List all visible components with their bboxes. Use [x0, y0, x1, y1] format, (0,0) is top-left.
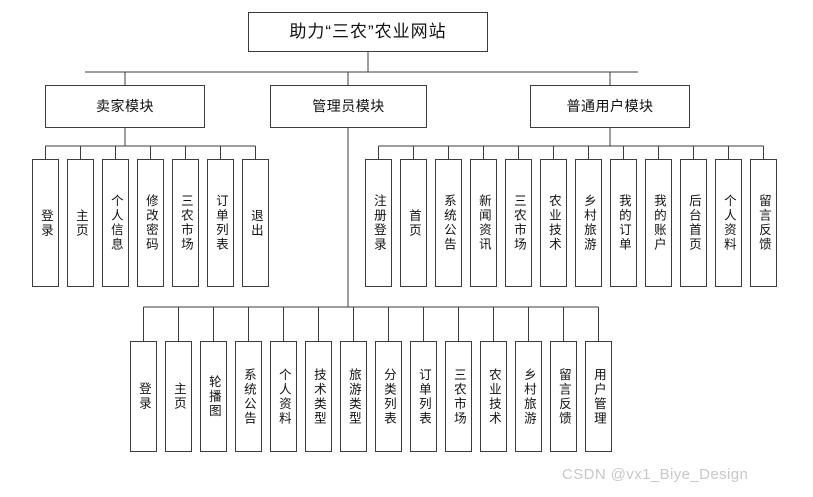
node-admin-item-9[interactable]: 订单列表 [410, 341, 437, 452]
node-user-item-label: 个人资料 [721, 194, 736, 252]
node-admin-item-8[interactable]: 分类列表 [375, 341, 402, 452]
node-user-item-label: 注册登录 [371, 194, 386, 252]
node-module-seller[interactable]: 卖家模块 [45, 85, 205, 128]
node-user-item-10[interactable]: 后台首页 [680, 159, 707, 287]
node-user-item-label: 首页 [406, 208, 421, 238]
node-admin-item-label: 系统公告 [241, 367, 256, 426]
node-user-item-6[interactable]: 农业技术 [540, 159, 567, 287]
node-admin-item-label: 订单列表 [416, 367, 431, 426]
node-user-item-11[interactable]: 个人资料 [715, 159, 742, 287]
node-admin-item-11[interactable]: 农业技术 [480, 341, 507, 452]
node-admin-item-label: 主页 [171, 382, 186, 411]
node-admin-item-label: 技术类型 [311, 367, 326, 426]
node-admin-item-13[interactable]: 留言反馈 [550, 341, 577, 452]
node-seller-item-label: 登录 [38, 208, 53, 238]
node-admin-item-4[interactable]: 系统公告 [235, 341, 262, 452]
node-admin-item-label: 留言反馈 [556, 367, 571, 426]
node-seller-item-label: 退出 [248, 208, 263, 238]
node-seller-item-label: 订单列表 [213, 194, 228, 252]
node-user-item-label: 新闻资讯 [476, 194, 491, 252]
node-root[interactable]: 助力“三农”农业网站 [248, 12, 488, 52]
node-seller-item-6[interactable]: 订单列表 [207, 159, 234, 287]
node-admin-item-3[interactable]: 轮播图 [200, 341, 227, 452]
node-user-item-label: 三农市场 [511, 194, 526, 252]
node-user-item-label: 我的订单 [616, 194, 631, 252]
node-admin-item-5[interactable]: 个人资料 [270, 341, 297, 452]
node-admin-item-label: 用户管理 [591, 367, 606, 426]
node-admin-item-label: 三农市场 [451, 367, 466, 426]
node-user-item-9[interactable]: 我的账户 [645, 159, 672, 287]
node-admin-item-14[interactable]: 用户管理 [585, 341, 612, 452]
node-admin-item-label: 农业技术 [486, 367, 501, 426]
node-module-seller-label: 卖家模块 [96, 98, 154, 115]
node-admin-item-label: 轮播图 [206, 374, 221, 419]
node-seller-item-3[interactable]: 个人信息 [102, 159, 129, 287]
node-seller-item-5[interactable]: 三农市场 [172, 159, 199, 287]
node-seller-item-1[interactable]: 登录 [32, 159, 59, 287]
node-seller-item-label: 三农市场 [178, 194, 193, 252]
node-admin-item-2[interactable]: 主页 [165, 341, 192, 452]
node-user-item-label: 系统公告 [441, 194, 456, 252]
node-admin-item-6[interactable]: 技术类型 [305, 341, 332, 452]
node-seller-item-label: 主页 [73, 208, 88, 238]
node-root-label: 助力“三农”农业网站 [289, 21, 447, 41]
node-admin-item-label: 乡村旅游 [521, 367, 536, 426]
node-user-item-4[interactable]: 新闻资讯 [470, 159, 497, 287]
node-seller-item-label: 修改密码 [143, 194, 158, 252]
node-admin-item-label: 旅游类型 [346, 367, 361, 426]
node-admin-item-12[interactable]: 乡村旅游 [515, 341, 542, 452]
node-user-item-7[interactable]: 乡村旅游 [575, 159, 602, 287]
node-module-user[interactable]: 普通用户模块 [530, 85, 690, 128]
node-admin-item-1[interactable]: 登录 [130, 341, 157, 452]
node-admin-item-label: 个人资料 [276, 367, 291, 426]
node-user-item-label: 农业技术 [546, 194, 561, 252]
node-admin-item-7[interactable]: 旅游类型 [340, 341, 367, 452]
node-seller-item-2[interactable]: 主页 [67, 159, 94, 287]
watermark: CSDN @vx1_Biye_Design [562, 466, 749, 483]
node-user-item-1[interactable]: 注册登录 [365, 159, 392, 287]
node-seller-item-7[interactable]: 退出 [242, 159, 269, 287]
node-user-item-5[interactable]: 三农市场 [505, 159, 532, 287]
node-user-item-label: 乡村旅游 [581, 194, 596, 252]
node-user-item-8[interactable]: 我的订单 [610, 159, 637, 287]
node-admin-item-10[interactable]: 三农市场 [445, 341, 472, 452]
node-seller-item-4[interactable]: 修改密码 [137, 159, 164, 287]
node-module-user-label: 普通用户模块 [566, 98, 654, 115]
node-user-item-label: 留言反馈 [756, 194, 771, 252]
node-user-item-12[interactable]: 留言反馈 [750, 159, 777, 287]
node-admin-item-label: 分类列表 [381, 367, 396, 426]
node-user-item-3[interactable]: 系统公告 [435, 159, 462, 287]
node-user-item-label: 后台首页 [686, 194, 701, 252]
node-user-item-label: 我的账户 [651, 194, 666, 252]
node-module-admin[interactable]: 管理员模块 [270, 85, 427, 128]
node-module-admin-label: 管理员模块 [312, 98, 385, 115]
node-user-item-2[interactable]: 首页 [400, 159, 427, 287]
node-seller-item-label: 个人信息 [108, 194, 123, 252]
node-admin-item-label: 登录 [136, 382, 151, 411]
